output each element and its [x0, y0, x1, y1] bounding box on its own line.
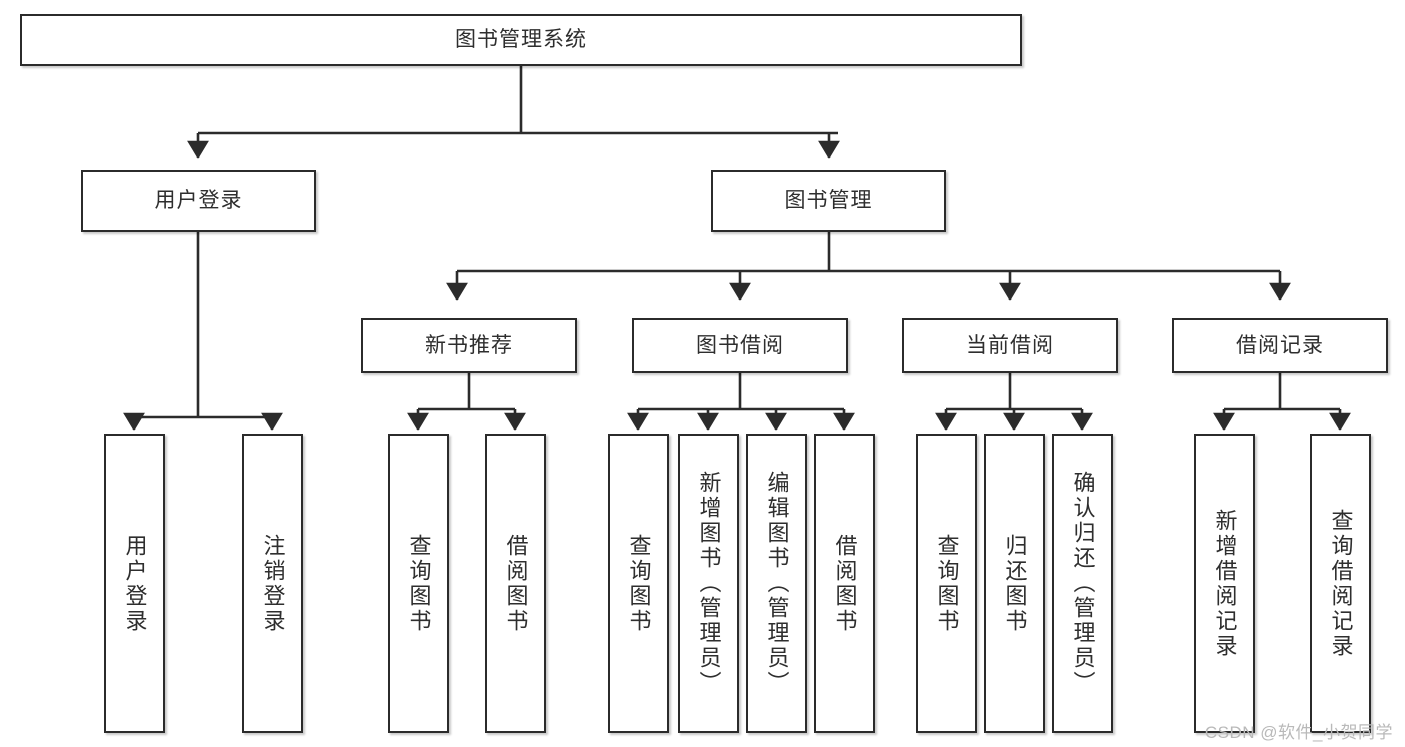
- node-new-book-recommend[interactable]: 新书推荐: [361, 318, 577, 373]
- node-leaf-borrow-book-recommend[interactable]: 借阅图书: [485, 434, 546, 733]
- node-label: 用户登录: [154, 189, 243, 213]
- node-leaf-confirm-return-admin[interactable]: 确认归还（管理员）: [1052, 434, 1113, 733]
- node-current-borrow[interactable]: 当前借阅: [902, 318, 1118, 373]
- node-leaf-logout[interactable]: 注销登录: [242, 434, 303, 733]
- node-leaf-query-book-borrow[interactable]: 查询图书: [608, 434, 669, 733]
- node-label: 图书管理: [784, 189, 873, 213]
- node-label: 查询借阅记录: [1328, 508, 1354, 659]
- node-leaf-return-book[interactable]: 归还图书: [984, 434, 1045, 733]
- node-label: 确认归还（管理员）: [1070, 471, 1096, 696]
- node-label: 新书推荐: [425, 333, 513, 357]
- node-book-borrow[interactable]: 图书借阅: [632, 318, 848, 373]
- node-borrow-record[interactable]: 借阅记录: [1172, 318, 1388, 373]
- node-label: 图书借阅: [696, 333, 784, 357]
- node-leaf-borrow-book[interactable]: 借阅图书: [814, 434, 875, 733]
- node-label: 借阅图书: [503, 533, 529, 634]
- node-leaf-user-login[interactable]: 用户登录: [104, 434, 165, 733]
- node-label: 当前借阅: [966, 333, 1054, 357]
- node-label: 查询图书: [406, 533, 432, 634]
- node-book-management[interactable]: 图书管理: [711, 170, 946, 232]
- node-label: 用户登录: [122, 533, 148, 634]
- node-label: 借阅图书: [832, 533, 858, 634]
- node-label: 新增图书（管理员）: [696, 471, 722, 696]
- node-label: 图书管理系统: [455, 28, 587, 52]
- node-leaf-edit-book-admin[interactable]: 编辑图书（管理员）: [746, 434, 807, 733]
- node-user-login[interactable]: 用户登录: [81, 170, 316, 232]
- node-leaf-add-book-admin[interactable]: 新增图书（管理员）: [678, 434, 739, 733]
- node-leaf-query-book-recommend[interactable]: 查询图书: [388, 434, 449, 733]
- node-label: 注销登录: [260, 533, 286, 634]
- node-label: 编辑图书（管理员）: [764, 471, 790, 696]
- csdn-watermark: CSDN @软件_小贺同学: [1204, 723, 1393, 742]
- node-leaf-query-borrow-record[interactable]: 查询借阅记录: [1310, 434, 1371, 733]
- node-leaf-query-book-current[interactable]: 查询图书: [916, 434, 977, 733]
- node-label: 查询图书: [934, 533, 960, 634]
- node-label: 归还图书: [1002, 533, 1028, 634]
- node-label: 新增借阅记录: [1212, 508, 1238, 659]
- node-label: 借阅记录: [1236, 333, 1324, 357]
- node-leaf-add-borrow-record[interactable]: 新增借阅记录: [1194, 434, 1255, 733]
- node-label: 查询图书: [626, 533, 652, 634]
- node-root-book-management-system[interactable]: 图书管理系统: [20, 14, 1022, 66]
